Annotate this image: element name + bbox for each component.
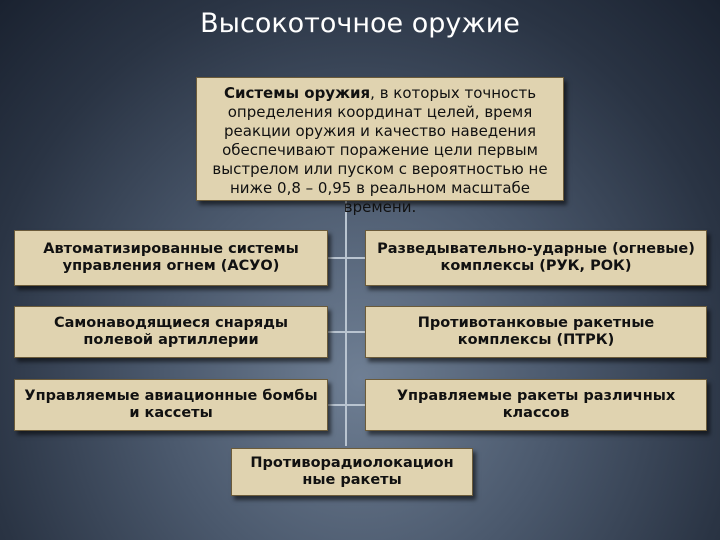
diagram-connector-vertical — [345, 201, 347, 446]
diagram-connector-row-3 — [328, 404, 365, 406]
category-box-guided-missiles: Управляемые ракеты различных классов — [365, 379, 707, 431]
category-box-ptrk: Противотанковые ракетные комплексы (ПТРК… — [365, 306, 707, 358]
diagram-connector-row-2 — [328, 331, 365, 333]
category-box-anti-radar-missiles: Противорадиолокацион ные ракеты — [231, 448, 473, 496]
category-box-asuo: Автоматизированные системы управления ог… — [14, 230, 328, 286]
diagram-connector-row-1 — [328, 257, 365, 259]
category-box-guided-bombs: Управляемые авиационные бомбы и кассеты — [14, 379, 328, 431]
definition-text: , в которых точность определения координ… — [212, 84, 548, 216]
category-box-homing-shells: Самонаводящиеся снаряды полевой артиллер… — [14, 306, 328, 358]
definition-box: Системы оружия, в которых точность опред… — [196, 77, 564, 216]
category-box-ruk-rok: Разведывательно-ударные (огневые) компле… — [365, 230, 707, 286]
slide-title: Высокоточное оружие — [200, 8, 520, 39]
definition-term: Системы оружия — [223, 84, 371, 102]
